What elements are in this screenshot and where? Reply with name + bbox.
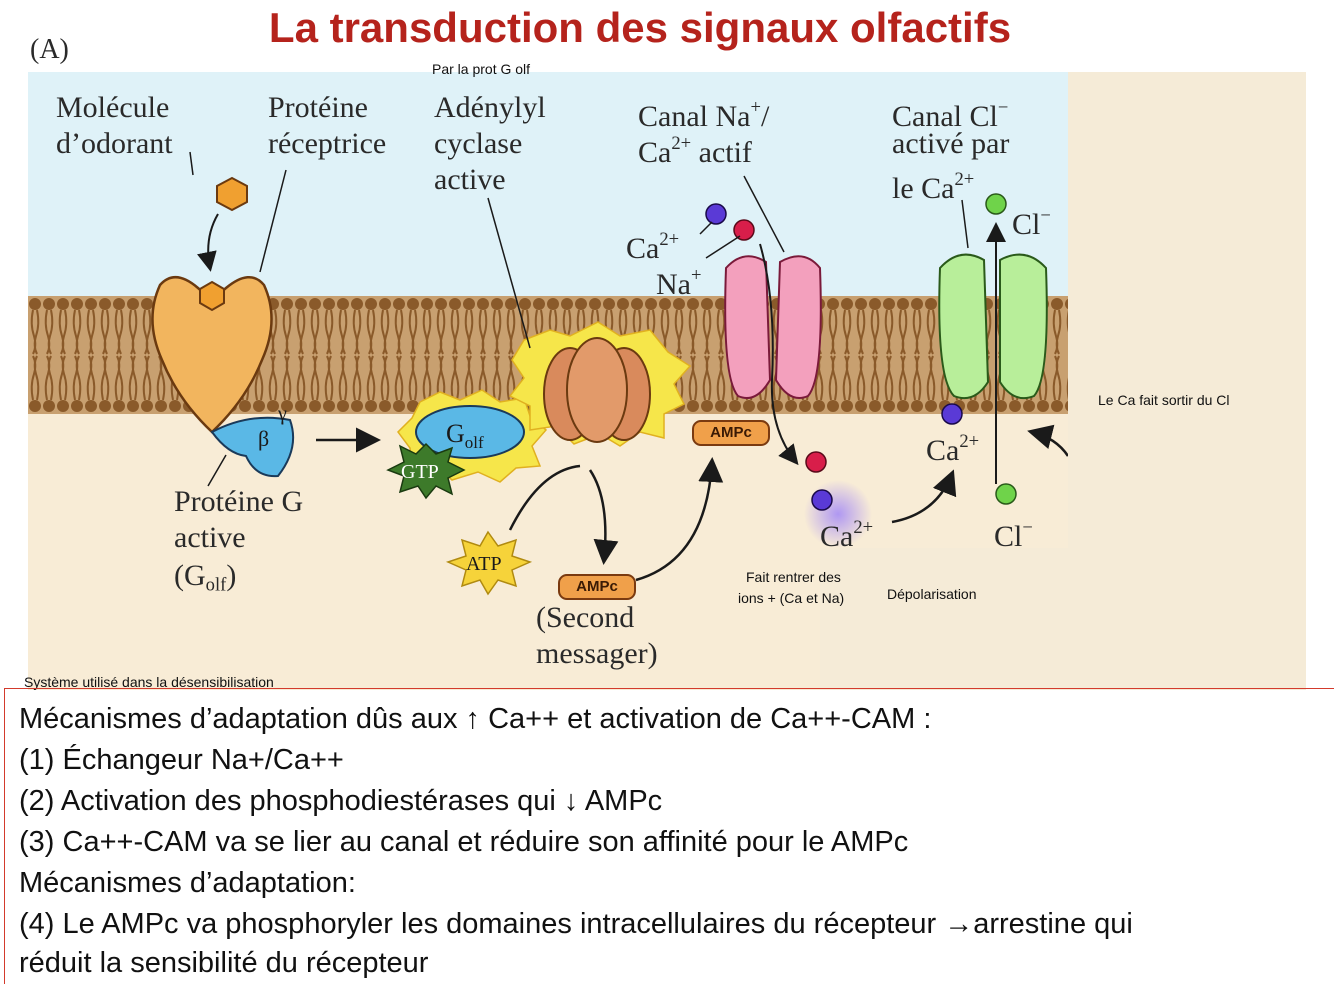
g-protein-label-2: active (174, 520, 246, 556)
second-messenger-label-1: (Second (536, 600, 634, 636)
ca-ion (706, 204, 726, 224)
adenylyl-cyclase (544, 338, 650, 442)
annotation-overlay-bottom (820, 548, 1306, 690)
ca-ion-intra (812, 490, 832, 510)
atp-label: ATP (466, 553, 502, 575)
text-line-7: réduit la sensibilité du récepteur (19, 947, 428, 980)
cl-ion-extra (986, 194, 1006, 214)
na-ion-label: Na+ (656, 258, 701, 303)
cl-ion-label-intra: Cl− (994, 510, 1033, 555)
text-line-4: (3) Ca++-CAM va se lier au canal et rédu… (19, 826, 908, 859)
note-ca-cl: Le Ca fait sortir du Cl (1098, 392, 1230, 408)
cl-channel-label-3: le Ca2+ (892, 162, 974, 207)
g-protein-label-1: Protéine G (174, 484, 303, 520)
text-line-5: Mécanismes d’adaptation: (19, 867, 356, 900)
note-enter-2: ions + (Ca et Na) (738, 590, 844, 606)
text-line-3: (2) Activation des phosphodiestérases qu… (19, 785, 662, 818)
text-line-2: (1) Échangeur Na+/Ca++ (19, 744, 344, 777)
odorant-label-1: Molécule (56, 90, 169, 126)
note-g-olf: Par la prot G olf (432, 61, 530, 77)
text-line-1: Mécanismes d’adaptation dûs aux ↑ Ca++ e… (19, 703, 931, 736)
na-ion-intra (806, 452, 826, 472)
note-depolarisation: Dépolarisation (887, 586, 977, 602)
beta-subunit-label: β (258, 426, 269, 451)
ca-ion-label-bound: Ca2+ (926, 424, 979, 469)
cl-ion-intra (996, 484, 1016, 504)
na-ion (734, 220, 754, 240)
gamma-subunit-label: γ (277, 403, 287, 425)
ampc-bound-pill: AMPc (692, 420, 770, 446)
odorant-molecule (217, 178, 247, 210)
cl-ion-label-extra: Cl− (1012, 198, 1051, 243)
second-messenger-label-2: messager) (536, 636, 658, 672)
text-line-6: (4) Le AMPc va phosphoryler les domaines… (19, 908, 1133, 941)
annotation-overlay-right (1068, 72, 1306, 548)
ca-ion-label-intra: Ca2+ (820, 510, 873, 555)
receptor-label-1: Protéine (268, 90, 368, 126)
gtp-label: GTP (401, 461, 439, 483)
ampc-pill: AMPc (558, 574, 636, 600)
adenylyl-label-1: Adénylyl (434, 90, 546, 126)
adenylyl-label-2: cyclase (434, 126, 522, 162)
cl-channel-label-2: activé par (892, 126, 1009, 162)
odorant-label-2: d’odorant (56, 126, 173, 162)
adenylyl-label-3: active (434, 162, 506, 198)
g-protein-label-3: (Golf) (174, 558, 236, 604)
cng-channel-label-2: Ca2+ actif (638, 126, 752, 171)
g-olf-sub-label: olf (465, 433, 484, 452)
adaptation-text-box: Mécanismes d’adaptation dûs aux ↑ Ca++ e… (4, 688, 1334, 984)
g-olf-label: G (446, 419, 465, 448)
receptor-label-2: réceptrice (268, 126, 386, 162)
panel-label: (A) (30, 34, 69, 66)
ca-ion-bound (942, 404, 962, 424)
note-enter-1: Fait rentrer des (746, 569, 841, 585)
